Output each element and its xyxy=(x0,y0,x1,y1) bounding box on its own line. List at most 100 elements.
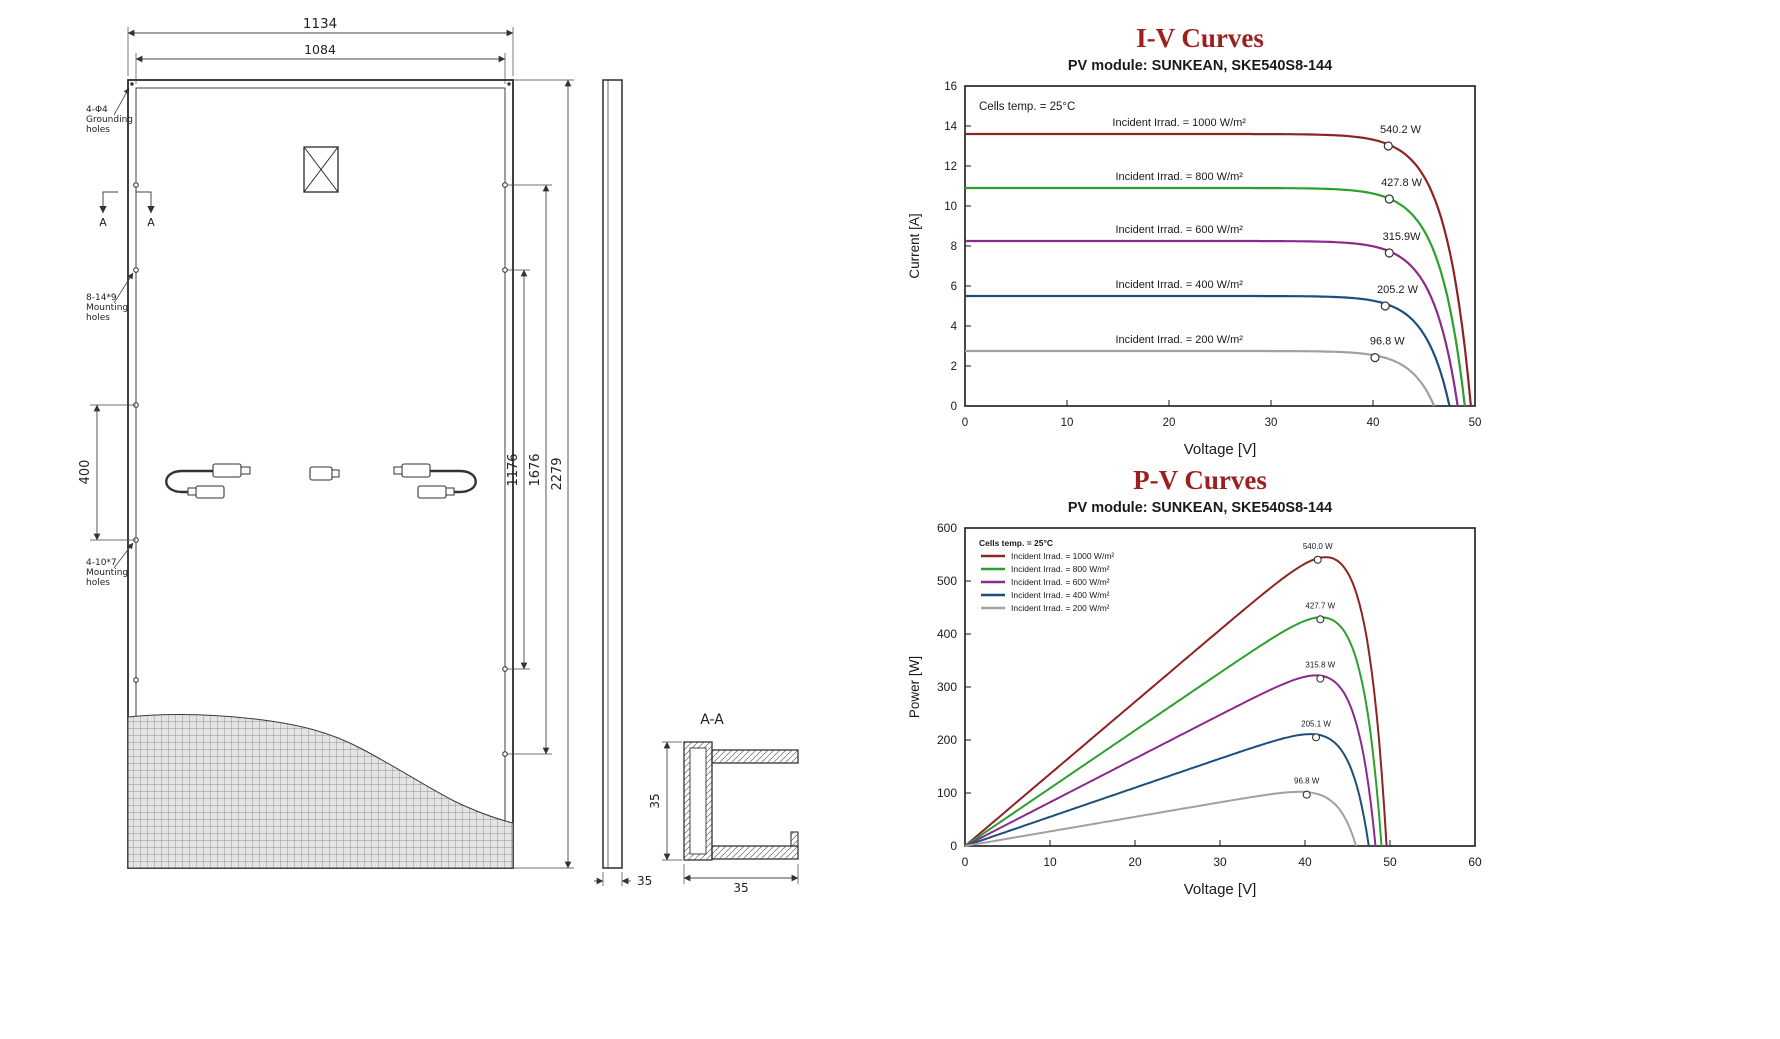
y-tick-label: 10 xyxy=(944,201,957,213)
section-cut-mark xyxy=(136,191,155,214)
plot-frame xyxy=(964,527,1476,847)
dimension-top: 1134 1084 xyxy=(127,16,514,84)
x-tick-label: 0 xyxy=(962,855,969,869)
iv-curve xyxy=(965,349,1436,407)
x-axis-label: Voltage [V] xyxy=(1184,881,1257,898)
pv-chart-subtitle: PV module: SUNKEAN, SKE540S8-144 xyxy=(1067,500,1333,516)
leader-line xyxy=(113,542,134,569)
dim-section-width: 35 xyxy=(733,881,748,895)
dim-1134: 1134 xyxy=(303,16,337,32)
x-tick-label: 10 xyxy=(1061,417,1074,429)
section-cut-mark xyxy=(99,191,118,214)
y-tick-label: 8 xyxy=(951,241,957,253)
y-tick-label: 4 xyxy=(951,321,958,333)
mpp-label: 315.9W xyxy=(1383,231,1422,243)
mpp-marker xyxy=(1370,353,1380,363)
leader-line xyxy=(113,87,130,116)
mpp-marker xyxy=(1311,733,1321,742)
pv-chart-section: P-V Curves PV module: SUNKEAN, SKE540S8-… xyxy=(900,462,1500,922)
cells-temp-note: Cells temp. = 25°C xyxy=(979,101,1075,113)
x-tick-label: 20 xyxy=(1128,855,1142,869)
mpp-marker xyxy=(1302,790,1311,799)
mpp-label: 315.8 W xyxy=(1305,661,1335,670)
leader-line xyxy=(113,272,134,304)
dim-400: 400 xyxy=(78,460,93,485)
section-title: A-A xyxy=(700,712,724,728)
cable-right xyxy=(428,469,477,494)
connector-tip xyxy=(393,466,403,475)
series-label: Incident Irrad. = 200 W/m² xyxy=(1115,334,1243,346)
iv-curve xyxy=(965,239,1459,407)
connector-tip xyxy=(445,487,455,496)
legend-label: Incident Irrad. = 800 W/m² xyxy=(1011,564,1110,574)
iv-chart-title: I-V Curves xyxy=(1136,23,1264,53)
connector-tip xyxy=(331,469,340,478)
mpp-marker xyxy=(1313,555,1322,564)
mounting-note1-line1: 8-14*9 xyxy=(86,293,117,303)
iv-chart-subtitle: PV module: SUNKEAN, SKE540S8-144 xyxy=(1067,58,1333,74)
iv-chart-section: I-V Curves PV module: SUNKEAN, SKE540S8-… xyxy=(900,20,1500,460)
connector-left-b xyxy=(195,485,225,499)
junction-cables xyxy=(165,463,477,499)
mpp-marker xyxy=(1384,194,1394,204)
connector-tip xyxy=(240,466,251,475)
mounting-note2-line2: Mounting xyxy=(86,568,128,578)
x-tick-label: 30 xyxy=(1265,417,1278,429)
pv-chart-title: P-V Curves xyxy=(1133,465,1267,495)
mpp-label: 96.8 W xyxy=(1294,777,1320,786)
y-axis-label: Power [W] xyxy=(907,656,922,718)
y-axis-label: Current [A] xyxy=(907,213,922,278)
dimension-right: 1176 1676 2279 xyxy=(506,79,574,869)
x-tick-label: 20 xyxy=(1163,417,1176,429)
backsheet-texture xyxy=(127,714,514,869)
x-tick-label: 30 xyxy=(1213,855,1227,869)
x-tick-label: 50 xyxy=(1383,855,1397,869)
mpp-label: 205.2 W xyxy=(1377,284,1419,296)
legend-label: Incident Irrad. = 200 W/m² xyxy=(1011,603,1110,613)
connector-left-a xyxy=(212,463,242,478)
junction-box xyxy=(303,146,339,193)
mpp-label: 540.0 W xyxy=(1303,542,1333,551)
x-tick-label: 40 xyxy=(1367,417,1380,429)
y-tick-label: 14 xyxy=(944,121,957,133)
y-tick-label: 12 xyxy=(944,161,957,173)
iv-curve xyxy=(965,186,1466,407)
mounting-note1-line2: Mounting xyxy=(86,303,128,313)
y-tick-label: 600 xyxy=(937,521,957,535)
mounting-note2-line3: holes xyxy=(86,578,110,588)
grounding-note-line1: 4-Φ4 xyxy=(86,105,108,115)
x-tick-label: 50 xyxy=(1469,417,1482,429)
dim-section-height: 35 xyxy=(648,793,662,808)
dim-1176: 1176 xyxy=(506,453,521,486)
series-label: Incident Irrad. = 800 W/m² xyxy=(1115,171,1243,183)
y-tick-label: 300 xyxy=(937,680,957,694)
dim-2279: 2279 xyxy=(550,457,565,490)
legend-label: Incident Irrad. = 1000 W/m² xyxy=(1011,551,1114,561)
legend-label: Incident Irrad. = 400 W/m² xyxy=(1011,590,1110,600)
section-marker-a1: A xyxy=(99,216,107,229)
grounding-note-line2: Grounding xyxy=(86,115,133,125)
pv-module-technical-drawing: 1134 1084 1176 1676 2279 400 4-Φ4 Ground xyxy=(78,16,799,895)
cable-left xyxy=(165,469,215,494)
pv-curve xyxy=(964,674,1377,847)
annotations: 4-Φ4 Grounding holes A A 8-14*9 Mounting… xyxy=(86,87,155,588)
grounding-hole xyxy=(507,82,511,86)
grounding-hole xyxy=(130,82,134,86)
connector-right-b xyxy=(417,485,447,499)
pv-curve xyxy=(964,733,1370,847)
legend-note: Cells temp. = 25°C xyxy=(979,538,1053,548)
connector-right-a xyxy=(401,463,431,478)
y-tick-label: 400 xyxy=(937,627,957,641)
y-tick-label: 0 xyxy=(950,839,957,853)
pv-curve xyxy=(964,790,1357,847)
x-tick-label: 40 xyxy=(1298,855,1312,869)
y-tick-label: 200 xyxy=(937,733,957,747)
legend-label: Incident Irrad. = 600 W/m² xyxy=(1011,577,1110,587)
connector-tip xyxy=(187,487,197,496)
y-tick-label: 2 xyxy=(951,361,957,373)
dim-1676: 1676 xyxy=(528,453,543,486)
mpp-marker xyxy=(1384,248,1394,258)
mpp-label: 205.1 W xyxy=(1301,719,1331,728)
series-label: Incident Irrad. = 1000 W/m² xyxy=(1112,117,1246,129)
